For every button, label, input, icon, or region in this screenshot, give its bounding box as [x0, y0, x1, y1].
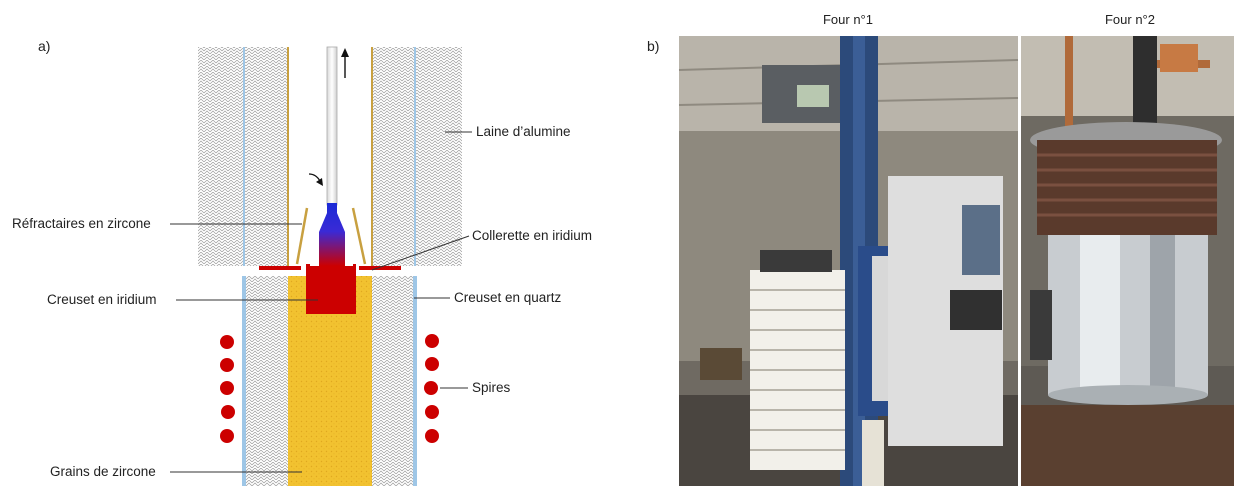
pull-rod: [326, 46, 338, 206]
photo-four-1: [678, 36, 1019, 486]
quartz-crucible-right-wall: [413, 276, 417, 486]
iridium-collar-right: [359, 266, 401, 270]
alumina-wool-left-lower: [242, 276, 288, 486]
photo-title-four-2: Four n°2: [1104, 12, 1155, 27]
coil-turn: [221, 405, 235, 419]
panel-b-letter: b): [647, 38, 660, 54]
label-grains-zircone: Grains de zircone: [50, 464, 156, 479]
coil-turn: [220, 429, 234, 443]
coil-turn: [425, 405, 439, 419]
coil-turn: [425, 334, 439, 348]
leader-lines: [170, 131, 472, 473]
label-creuset-iridium: Creuset en iridium: [47, 292, 157, 307]
alumina-wool-right-lower: [372, 276, 417, 486]
iridium-collar-left: [259, 266, 301, 270]
rotation-arrow-icon: [308, 173, 321, 182]
coil-turn: [220, 358, 234, 372]
coil-turn: [424, 381, 438, 395]
label-laine-alumine: Laine d’alumine: [476, 124, 571, 139]
coil-turn: [425, 357, 439, 371]
label-collerette-iridium: Collerette en iridium: [472, 228, 593, 243]
photo-title-four-1: Four n°1: [822, 12, 873, 27]
alumina-wool-right-upper: [372, 47, 462, 266]
quartz-crucible-left-wall: [242, 276, 246, 486]
label-spires: Spires: [472, 380, 511, 395]
zirconia-refractory-right: [351, 207, 367, 265]
zirconia-refractory-left: [295, 207, 309, 265]
label-creuset-quartz: Creuset en quartz: [454, 290, 562, 305]
coil-turns: [220, 334, 439, 443]
crystal: [319, 203, 345, 266]
photo-four-2: [1021, 36, 1234, 486]
coil-turn: [425, 429, 439, 443]
coil-turn: [220, 335, 234, 349]
coil-turn: [220, 381, 234, 395]
label-refractaires-zircone: Réfractaires en zircone: [12, 216, 151, 231]
panel-a-letter: a): [38, 38, 51, 54]
